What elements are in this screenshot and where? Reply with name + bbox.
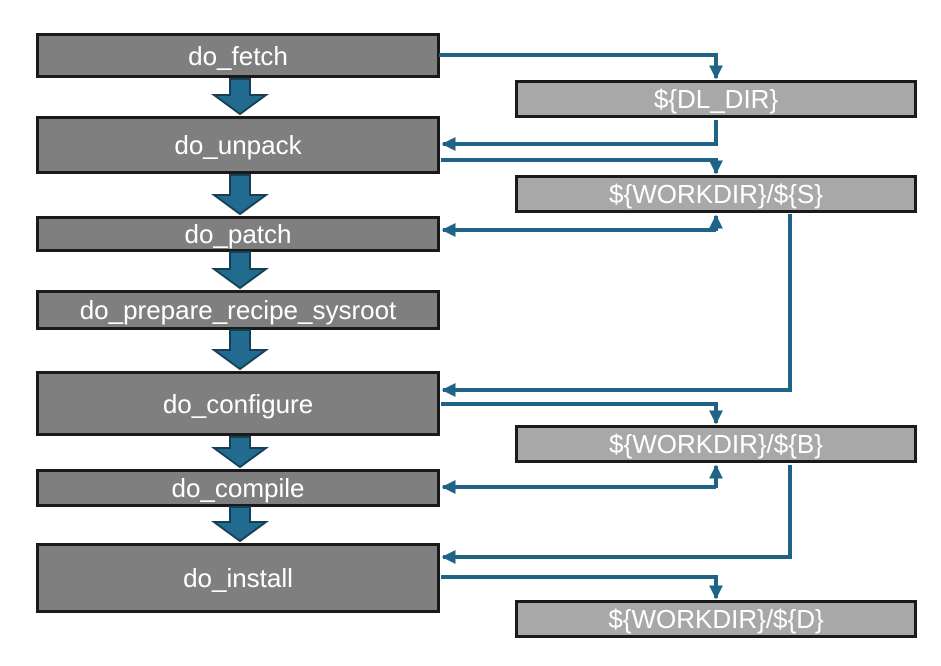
edge-dl-dir-to-do-unpack (441, 120, 718, 151)
task-label-do-unpack: do_unpack (174, 130, 302, 160)
edge-do-install-to-workdir-d (441, 575, 723, 600)
task-box-do-configure: do_configure (36, 371, 440, 436)
task-label-do-configure: do_configure (162, 388, 314, 419)
task-label-do-patch: do_patch (184, 219, 292, 249)
flow-arrow-fetch-to-unpack (210, 78, 270, 116)
edge-do-unpack-to-workdir-s (441, 158, 723, 175)
task-box-do-install: do_install (36, 543, 440, 613)
dir-box-workdir-d: ${WORKDIR}/${D} (515, 600, 917, 638)
dir-box-workdir-b: ${WORKDIR}/${B} (515, 425, 917, 463)
task-box-do-fetch: do_fetch (36, 33, 440, 78)
dir-label-workdir-s: ${WORKDIR}/${S} (609, 179, 823, 209)
edge-workdir-s-to-do-configure (441, 214, 792, 397)
task-label-do-fetch: do_fetch (188, 40, 288, 71)
task-box-do-unpack: do_unpack (36, 116, 440, 174)
dir-label-workdir-b: ${WORKDIR}/${B} (609, 429, 823, 459)
flow-arrow-patch-to-prepare (210, 251, 270, 290)
edge-workdir-b-to-do-install (441, 465, 792, 564)
dir-box-dl-dir: ${DL_DIR} (515, 80, 917, 118)
dir-label-dl-dir: ${DL_DIR} (653, 84, 779, 114)
task-box-do-compile: do_compile (36, 469, 440, 507)
task-label-do-prepare-recipe-sysroot: do_prepare_recipe_sysroot (79, 295, 397, 325)
task-label-do-compile: do_compile (171, 473, 305, 503)
flow-arrow-configure-to-compile (210, 436, 270, 469)
flow-arrow-prepare-to-configure (210, 329, 270, 371)
edge-do-configure-to-workdir-b (441, 402, 723, 425)
task-box-do-prepare-recipe-sysroot: do_prepare_recipe_sysroot (36, 290, 440, 330)
task-box-do-patch: do_patch (36, 216, 440, 252)
edge-do-fetch-to-dl-dir (439, 53, 723, 80)
dir-box-workdir-s: ${WORKDIR}/${S} (515, 175, 917, 213)
task-label-do-install: do_install (183, 563, 293, 593)
flow-arrow-unpack-to-patch (210, 174, 270, 216)
flow-arrow-compile-to-install (210, 506, 270, 543)
dir-label-workdir-d: ${WORKDIR}/${D} (608, 604, 824, 634)
